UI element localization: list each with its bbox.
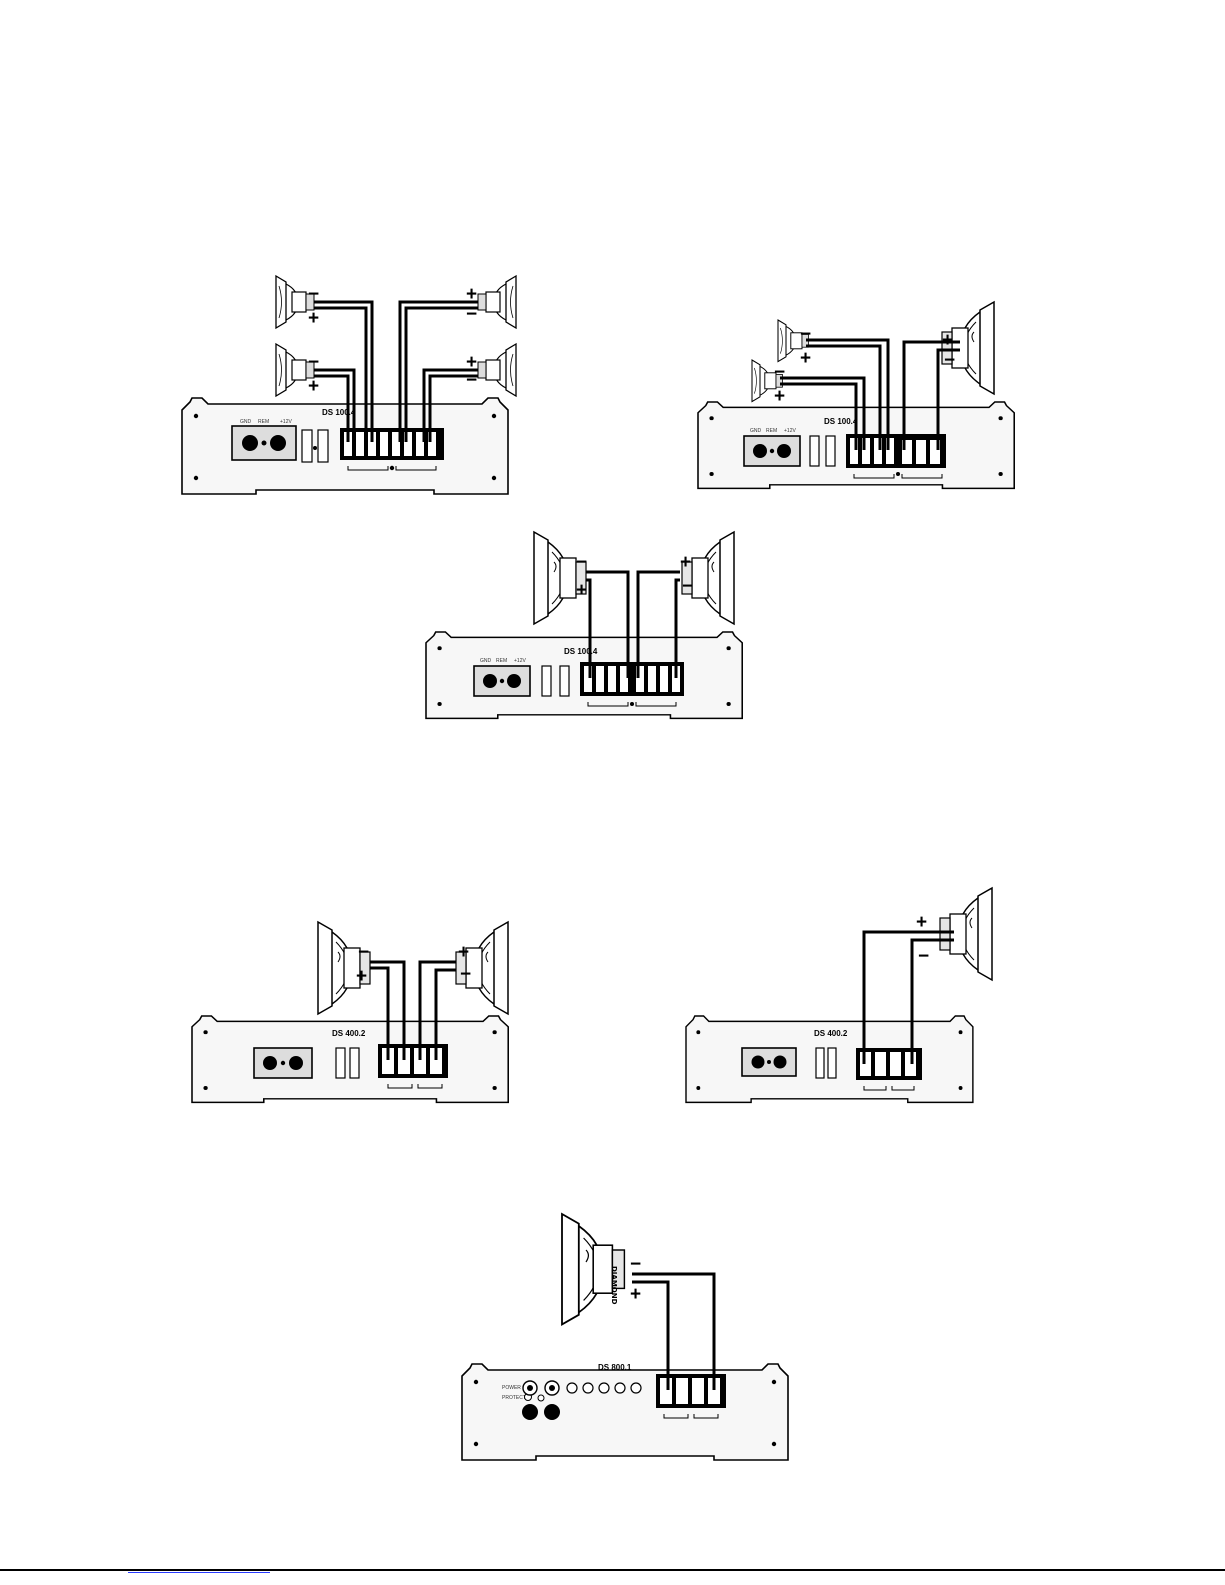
diagram-ds8001-mono: POWER PROTECT DS 800.1 DIAMOND − + <box>462 1214 788 1460</box>
svg-text:+12V: +12V <box>280 419 292 425</box>
plus-sign: + <box>308 308 319 329</box>
minus-sign: − <box>630 1254 641 1275</box>
svg-text:REM: REM <box>496 658 507 664</box>
minus-sign: − <box>308 352 319 373</box>
amp-model-label: DS 400.2 <box>332 1029 366 1038</box>
plus-sign: + <box>916 912 927 933</box>
fuse-icon <box>350 1048 359 1078</box>
amp-model-label: DS 100.4 <box>564 647 598 656</box>
plus-sign: + <box>576 580 587 601</box>
plus-sign: + <box>466 284 477 305</box>
plus-sign: + <box>680 552 691 573</box>
fuse-icon <box>542 666 551 696</box>
amp-model-label: DS 800.1 <box>598 1363 632 1372</box>
footer-divider <box>0 1569 1225 1571</box>
svg-text:GND: GND <box>480 658 492 664</box>
diagram-ds4002-stereo: DS 400.2 − + + − <box>192 922 508 1102</box>
fuse-icon <box>826 436 835 466</box>
minus-sign: − <box>682 576 693 597</box>
footer-link-underline[interactable] <box>128 1572 270 1573</box>
minus-sign: − <box>308 284 319 305</box>
plus-sign: + <box>800 348 811 369</box>
svg-text:POWER: POWER <box>502 1385 521 1391</box>
plus-sign: + <box>630 1284 641 1305</box>
plus-sign: + <box>458 942 469 963</box>
diagram-ds1004-bridged-two: GND REM +12V DS 100.4 − + + − <box>426 532 742 718</box>
svg-text:REM: REM <box>258 419 269 425</box>
plus-sign: + <box>356 966 367 987</box>
fuse-icon <box>816 1048 824 1078</box>
fuse-icon <box>560 666 569 696</box>
diagram-ds4002-bridged: DS 400.2 + − <box>686 888 992 1102</box>
minus-sign: − <box>466 370 477 391</box>
fuse-icon <box>828 1048 836 1078</box>
amp-model-label: DS 400.2 <box>814 1029 848 1038</box>
minus-sign: − <box>460 964 471 985</box>
minus-sign: − <box>918 946 929 967</box>
brand-label: DIAMOND <box>610 1266 618 1305</box>
minus-sign: − <box>466 304 477 325</box>
fuse-icon <box>318 430 328 462</box>
speaker-terminal-block <box>580 662 684 696</box>
minus-sign: − <box>358 942 369 963</box>
plus-sign: + <box>308 376 319 397</box>
fuse-icon <box>302 430 312 462</box>
fuse-icon <box>336 1048 345 1078</box>
amp-model-label: DS 100.4 <box>824 417 858 426</box>
svg-text:+12V: +12V <box>784 428 796 434</box>
svg-text:+12V: +12V <box>514 658 526 664</box>
minus-sign: − <box>774 362 785 383</box>
svg-text:GND: GND <box>750 428 762 434</box>
minus-sign: − <box>576 552 587 573</box>
fuse-icon <box>810 436 819 466</box>
minus-sign: − <box>800 324 811 345</box>
plus-sign: + <box>942 330 953 351</box>
plus-sign: + <box>774 386 785 407</box>
svg-text:GND: GND <box>240 419 252 425</box>
svg-text:PROTECT: PROTECT <box>502 1395 526 1401</box>
svg-text:REM: REM <box>766 428 777 434</box>
diagram-ds1004-three-channel: GND REM +12V DS 100.4 − + − + + − <box>698 302 1014 488</box>
minus-sign: − <box>944 350 955 371</box>
amp-model-label: DS 100.4 <box>322 408 356 417</box>
